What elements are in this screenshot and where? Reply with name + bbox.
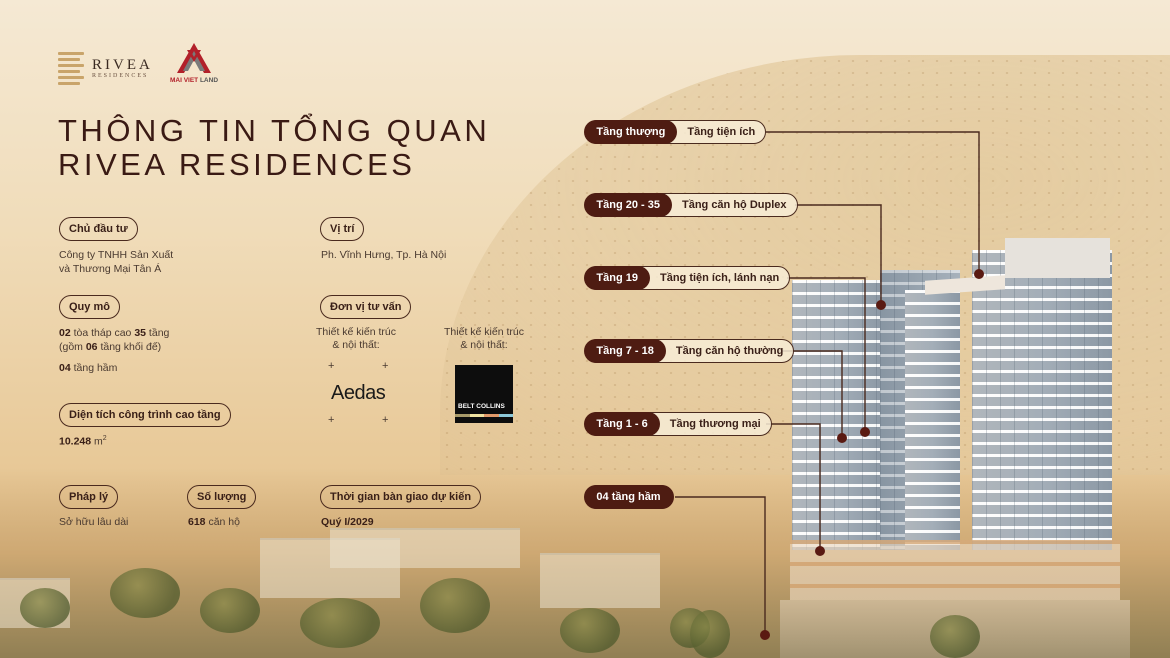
quantity-value: 618 căn hộ [188,516,240,528]
aedas-logo: Aedas [331,382,386,404]
legal-pill: Pháp lý [59,485,119,509]
belt-collins-logo: BELT COLLINS [455,365,513,423]
area-value: 10.248 m2 [59,435,107,448]
location-pill: Vị trí [320,217,365,241]
area-pill: Diện tích công trình cao tầng [59,403,231,427]
legal-value: Sở hữu lâu dài [59,516,129,528]
quantity-pill: Số lượng [187,485,257,509]
scale-pill: Quy mô [59,295,120,319]
handover-value: Quý I/2029 [321,516,374,528]
floor-label-20-35: Tầng 20 - 35 Tầng căn hộ Duplex [584,193,798,217]
plus-mark-icon: + [328,414,335,426]
floor-label-rooftop: Tầng thượng Tầng tiện ích [584,120,767,144]
plus-mark-icon: + [382,360,389,372]
mvl-logo-suffix: LAND [198,77,219,84]
rivea-logo-name: RIVEA [92,57,153,73]
title-line-1: THÔNG TIN TỔNG QUAN [58,113,491,148]
rivea-wave-icon [58,50,84,86]
title-line-2: RIVEA RESIDENCES [58,147,416,182]
page-title: THÔNG TIN TỔNG QUAN RIVEA RESIDENCES [58,114,490,182]
consultant-role-1: Thiết kế kiến trúc& nội thất: [316,326,396,351]
investor-pill: Chủ đầu tư [59,217,138,241]
handover-pill: Thời gian bàn giao dự kiến [320,485,482,509]
floor-label-19: Tầng 19 Tầng tiện ích, lánh nạn [584,266,791,290]
rivea-logo: RIVEA RESIDENCES [58,50,153,86]
mai-viet-land-logo: MAI VIET LAND [164,42,224,84]
mvl-logo-prefix: MAI VIET [169,77,199,84]
consultant-role-2: Thiết kế kiến trúc& nội thất: [444,326,524,351]
plus-mark-icon: + [382,414,389,426]
scale-value: 02 tòa tháp cao 35 tầng (gồm 06 tầng khố… [59,327,170,374]
plus-mark-icon: + [328,360,335,372]
floor-label-1-6: Tầng 1 - 6 Tầng thương mại [584,412,772,436]
mai-viet-land-mark-icon [177,43,211,73]
floor-label-7-18: Tầng 7 - 18 Tầng căn hộ thường [584,339,795,363]
location-value: Ph. Vĩnh Hưng, Tp. Hà Nội [321,249,447,261]
floor-label-basement: 04 tầng hầm [584,485,674,509]
rivea-logo-sub: RESIDENCES [92,73,149,79]
investor-value: Công ty TNHH Sản Xuất và Thương Mại Tân … [59,249,174,275]
consultant-pill: Đơn vị tư vấn [320,295,412,319]
